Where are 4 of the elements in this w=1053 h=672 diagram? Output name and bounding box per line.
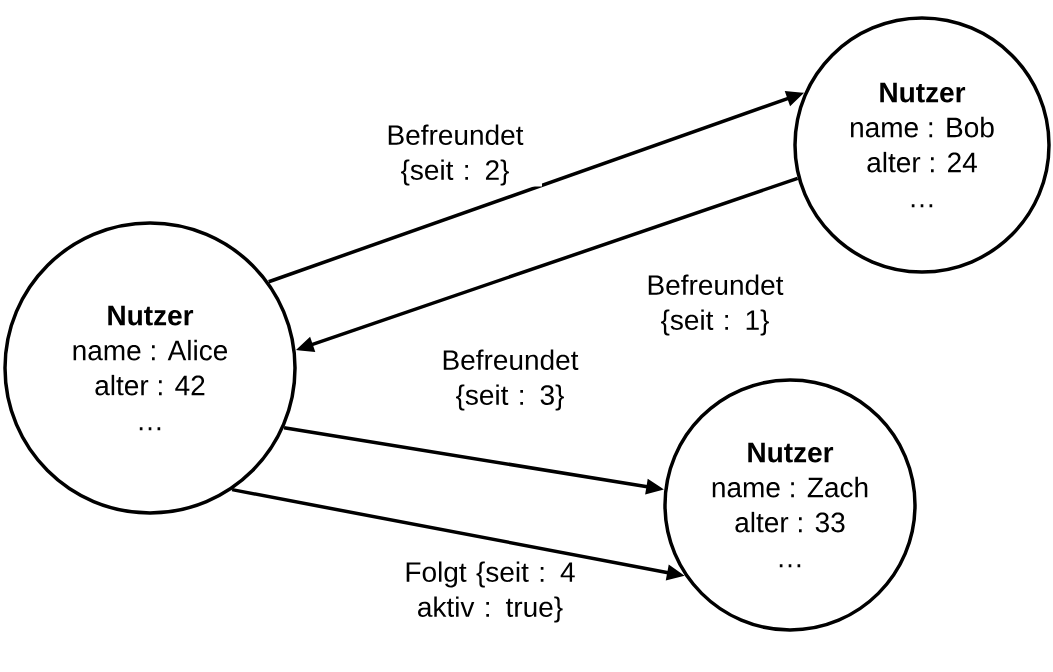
edge-label: Befreundet {seit : 1} [628,273,802,337]
edge-label: Befreundet {seit : 3} [423,348,597,412]
edge-label: Befreundet {seit : 2} [368,123,542,187]
edge-label: Folgt {seit : 4 aktiv : true} [403,560,577,624]
